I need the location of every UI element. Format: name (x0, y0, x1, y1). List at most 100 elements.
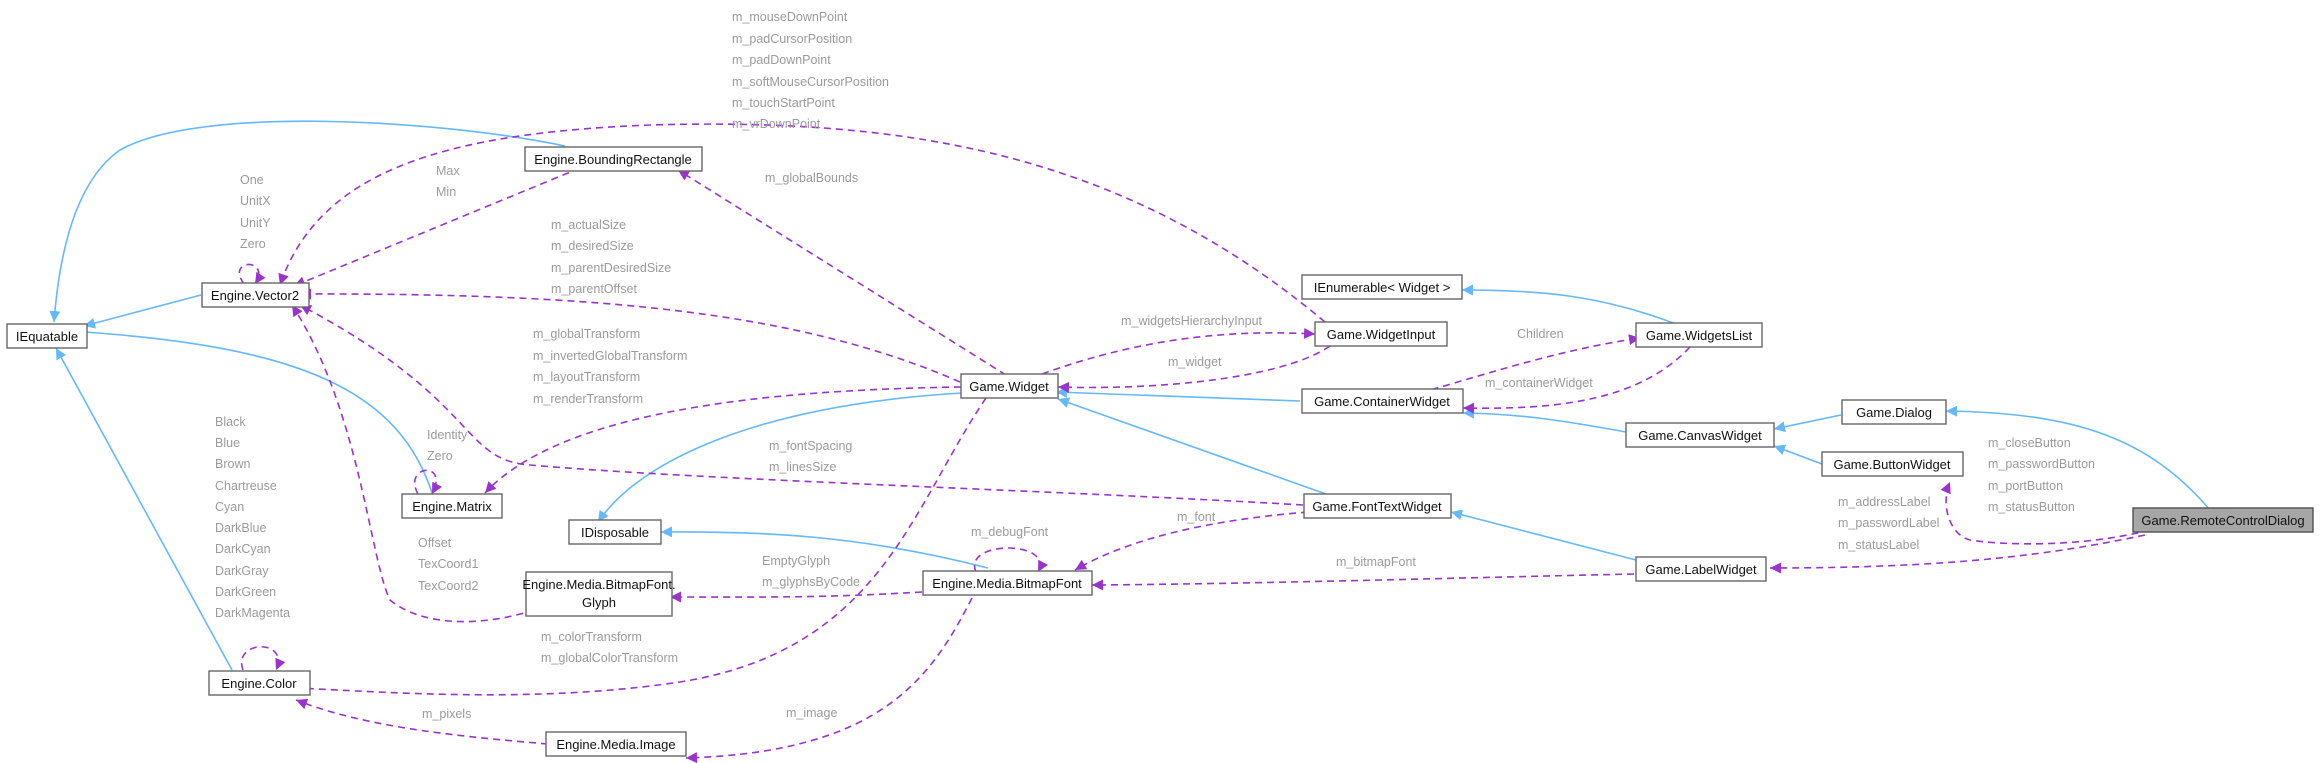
edge-label-debug-font: m_debugFont (971, 525, 1049, 539)
edge-label-glyph-link-0: EmptyGlyph (762, 554, 830, 568)
nodes: IEquatable Engine.Vector2 Engine.Boundin… (6, 146, 2314, 757)
node-game-labelwidget[interactable]: Game.LabelWidget (1635, 556, 1767, 582)
edge-label-font-spacing-1: m_linesSize (769, 460, 836, 474)
node-game-widget[interactable]: Game.Widget (960, 373, 1059, 399)
edge-label-font-spacing-0: m_fontSpacing (769, 439, 852, 453)
edge-canvaswidget-containerwidget (1462, 407, 1627, 433)
node-label-engine-color: Engine.Color (221, 676, 297, 691)
node-label-game-labelwidget: Game.LabelWidget (1645, 562, 1757, 577)
edge-label-vector2-self-0: One (240, 173, 264, 187)
edge-label-input-point-2: m_padDownPoint (732, 53, 831, 67)
node-label-glyph-line1: Engine.Media.BitmapFont. (522, 577, 675, 592)
edge-label-font: m_font (1177, 510, 1216, 524)
edge-color-self (240, 645, 286, 671)
edge-dialog-canvaswidget (1773, 414, 1842, 433)
edge-label-rect-vector-1: Min (436, 185, 456, 199)
edge-bitmapfont-glyph (669, 591, 923, 603)
edge-remotecontroldialog-labelwidget (1769, 534, 2146, 574)
edge-widgetslist-ienumerable (1461, 284, 1677, 325)
node-ienumerable-widget[interactable]: IEnumerable< Widget > (1301, 274, 1463, 300)
edge-widget-idisposable (597, 392, 963, 523)
edge-label-color-self-7: DarkGray (215, 564, 269, 578)
edge-color-iequatable (55, 347, 233, 671)
node-game-containerwidget[interactable]: Game.ContainerWidget (1301, 388, 1464, 414)
edge-label-color-self-2: Brown (215, 457, 250, 471)
edge-fonttextwidget-widget (1057, 397, 1341, 500)
edge-label-widget-size-2: m_parentDesiredSize (551, 261, 671, 275)
edge-label-children: Children (1517, 327, 1564, 341)
edge-bitmapfont-self (973, 547, 1049, 573)
edge-label-glyph-vector-1: TexCoord1 (418, 557, 478, 571)
edge-label-color-self-3: Chartreuse (215, 479, 277, 493)
edge-label-label-1: m_passwordLabel (1838, 516, 1939, 530)
edge-label-pixels: m_pixels (422, 707, 471, 721)
edge-widgetinput-widget (1057, 345, 1331, 393)
node-label-game-widgetinput: Game.WidgetInput (1327, 327, 1436, 342)
node-label-engine-vector2: Engine.Vector2 (211, 288, 299, 303)
node-game-fonttextwidget[interactable]: Game.FontTextWidget (1303, 493, 1452, 519)
node-idisposable[interactable]: IDisposable (568, 519, 662, 545)
node-label-game-buttonwidget: Game.ButtonWidget (1833, 457, 1950, 472)
edge-labelwidget-bitmapfont (1091, 573, 1635, 591)
edge-label-button-0: m_closeButton (1988, 436, 2071, 450)
node-engine-media-bitmapfont[interactable]: Engine.Media.BitmapFont (922, 570, 1093, 596)
node-game-buttonwidget[interactable]: Game.ButtonWidget (1821, 451, 1964, 477)
edge-matrix-self (414, 469, 443, 495)
node-label-game-widgetslist: Game.WidgetsList (1646, 328, 1753, 343)
edge-label-vector2-self-2: UnitY (240, 216, 271, 230)
edge-labelwidget-fonttextwidget (1450, 509, 1637, 561)
edge-label-container-widget: m_containerWidget (1485, 376, 1593, 390)
node-label-game-dialog: Game.Dialog (1856, 405, 1932, 420)
edge-label-widget-size-3: m_parentOffset (551, 282, 637, 296)
node-game-canvaswidget[interactable]: Game.CanvasWidget (1625, 422, 1775, 448)
node-engine-matrix[interactable]: Engine.Matrix (401, 493, 503, 519)
node-label-game-widget: Game.Widget (969, 379, 1049, 394)
node-label-game-canvaswidget: Game.CanvasWidget (1638, 428, 1762, 443)
edge-label-label-2: m_statusLabel (1838, 538, 1919, 552)
edge-label-widgets-hierarchy-input: m_widgetsHierarchyInput (1121, 314, 1263, 328)
inheritance-edges (49, 120, 2211, 671)
edge-label-color-transform-0: m_colorTransform (541, 630, 642, 644)
node-label-engine-boundingrectangle: Engine.BoundingRectangle (534, 152, 692, 167)
edge-label-vector2-self-1: UnitX (240, 194, 271, 208)
node-label-idisposable: IDisposable (581, 525, 649, 540)
edge-label-color-self-8: DarkGreen (215, 585, 276, 599)
edge-glyph-vector2 (291, 304, 547, 623)
edge-label-vector2-self-3: Zero (240, 237, 266, 251)
edge-label-button-1: m_passwordButton (1988, 457, 2095, 471)
node-engine-boundingrectangle[interactable]: Engine.BoundingRectangle (524, 146, 703, 172)
edge-label-color-self-5: DarkBlue (215, 521, 266, 535)
node-game-dialog[interactable]: Game.Dialog (1841, 399, 1947, 425)
edge-containerwidget-widget (1055, 386, 1301, 402)
node-label-engine-media-bitmapfont: Engine.Media.BitmapFont (932, 576, 1082, 591)
edge-label-widget-transform-0: m_globalTransform (533, 327, 640, 341)
node-engine-color[interactable]: Engine.Color (208, 670, 311, 696)
node-label-ienumerable-widget: IEnumerable< Widget > (1314, 280, 1451, 295)
node-label-game-containerwidget: Game.ContainerWidget (1314, 394, 1450, 409)
edge-label-color-self-4: Cyan (215, 500, 244, 514)
edge-boundingrectangle-iequatable (49, 120, 566, 323)
node-engine-media-bitmapfont-glyph[interactable]: Engine.Media.BitmapFont. Glyph (522, 571, 676, 617)
node-label-game-remotecontroldialog: Game.RemoteControlDialog (2141, 513, 2304, 528)
edge-label-button-3: m_statusButton (1988, 500, 2075, 514)
edge-label-input-point-5: m_vrDownPoint (732, 117, 821, 131)
edge-label-widget-transform-3: m_renderTransform (533, 392, 643, 406)
node-label-engine-matrix: Engine.Matrix (412, 499, 492, 514)
edge-buttonwidget-canvaswidget (1773, 444, 1823, 465)
edge-label-widget-size-0: m_actualSize (551, 218, 626, 232)
edge-vector2-iequatable (83, 294, 202, 329)
edge-label-color-self-9: DarkMagenta (215, 606, 290, 620)
edge-label-glyph-vector-2: TexCoord2 (418, 579, 478, 593)
node-engine-media-image[interactable]: Engine.Media.Image (545, 731, 687, 757)
edge-label-bitmap-font: m_bitmapFont (1336, 555, 1416, 569)
node-label-game-fonttextwidget: Game.FontTextWidget (1312, 499, 1442, 514)
edge-label-widget-link: m_widget (1168, 355, 1222, 369)
edge-bitmapfont-image (685, 597, 973, 763)
edge-widget-vector2 (299, 288, 961, 383)
node-game-widgetinput[interactable]: Game.WidgetInput (1314, 321, 1448, 347)
node-iequatable[interactable]: IEquatable (6, 323, 88, 349)
node-game-widgetslist[interactable]: Game.WidgetsList (1635, 322, 1763, 348)
node-game-remotecontroldialog[interactable]: Game.RemoteControlDialog (2132, 507, 2314, 533)
node-engine-vector2[interactable]: Engine.Vector2 (201, 282, 310, 308)
